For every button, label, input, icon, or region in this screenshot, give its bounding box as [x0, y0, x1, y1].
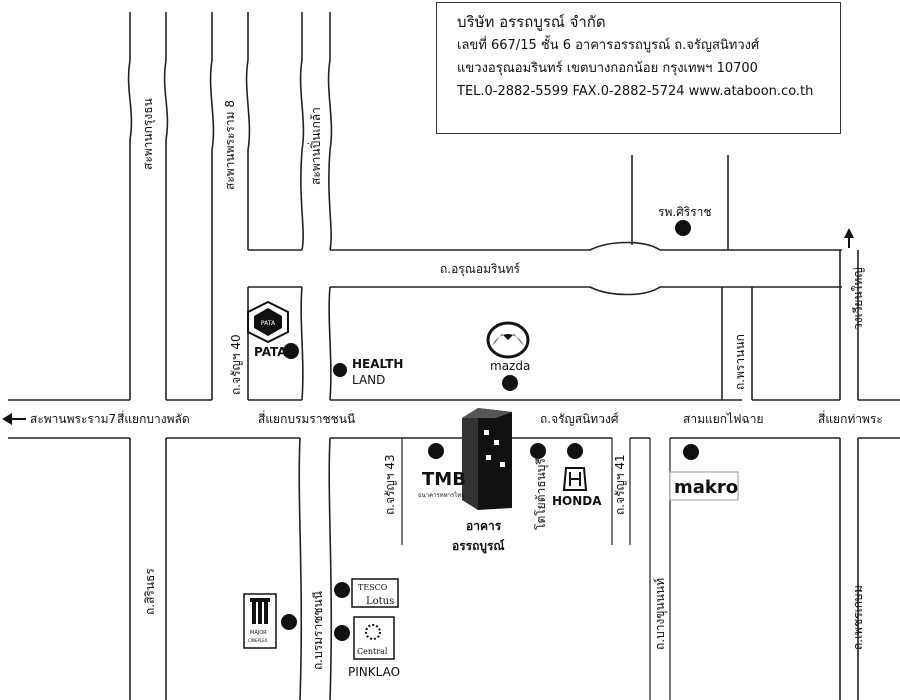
makro-dot [683, 444, 699, 460]
label-building-1: อาคาร [466, 519, 502, 533]
central-dot [334, 625, 350, 641]
label-charan-40: ถ.จรัญฯ 40 [229, 334, 243, 395]
label-health-land-2: LAND [352, 373, 385, 387]
pata-logo-icon: PATA [247, 300, 289, 344]
charan41-soi [611, 438, 631, 545]
health-land-dot [333, 363, 347, 377]
label-tmb-sub: ธนาคารทหารไทย [418, 491, 465, 499]
label-charan-41: ถ.จรัญฯ 41 [613, 454, 627, 515]
major-logo-icon [250, 598, 270, 624]
label-bang-khun-non-road: ถ.บางขุนนนท์ [653, 578, 668, 650]
company-address-line2: แขวงอรุณอมรินทร์ เขตบางกอกน้อย กรุงเทพฯ … [457, 61, 758, 76]
arun-amarin-road-top-edge [248, 241, 842, 251]
label-fai-chai-intersection: สามแยกไฟฉาย [683, 412, 763, 426]
makro-logo-box [669, 471, 739, 501]
toyota-dot [530, 443, 546, 459]
label-charan-43: ถ.จรัญฯ 43 [383, 454, 397, 515]
label-sirinthorn-road: ถ.สิรินธร [143, 568, 157, 615]
label-central: Central [357, 647, 388, 656]
krungthon-road-left-edge [127, 12, 133, 400]
central-logo-icon [365, 624, 381, 640]
tesco-logo-box [351, 578, 399, 608]
label-charan-road: ถ.จรัญสนิทวงศ์ [540, 412, 619, 426]
label-bridge-rama7: สะพานพระราม7 [30, 412, 116, 426]
honda-dot [567, 443, 583, 459]
tmb-dot [428, 443, 444, 459]
company-address-line1: เลขที่ 667/15 ชั้น 6 อาคารอรรถบูรณ์ ถ.จร… [457, 38, 760, 53]
pata-dot [283, 343, 299, 359]
label-pinklao: PINKLAO [348, 665, 400, 679]
pinklao-road-left-edge [298, 12, 305, 700]
mazda-logo-icon [486, 321, 530, 359]
label-phetkasem-road: ถ.เพชรเกษม [851, 585, 865, 650]
arrow-up-icon [844, 228, 854, 238]
label-bridge-rama8: สะพานพระราม 8 [223, 100, 237, 190]
siriraj-dot [675, 220, 691, 236]
label-major-sub: CINEPLEX [248, 638, 268, 643]
label-bridge-pinklao: สะพานปิ่นเกล้า [307, 107, 323, 185]
pata-logo-text: PATA [261, 320, 276, 327]
label-toyota: โตโยต้าธนบุรี [534, 458, 549, 530]
label-phran-nok-road: ถ.พรานนก [733, 334, 747, 390]
mazda-dot [502, 375, 518, 391]
company-info-box: บริษัท อรรถบูรณ์ จำกัด เลขที่ 667/15 ชั้… [436, 2, 841, 134]
label-honda: HONDA [552, 494, 602, 508]
company-contact-line: TEL.0-2882-5599 FAX.0-2882-5724 www.atab… [457, 84, 814, 99]
arrow-left-icon [2, 413, 12, 425]
label-bang-phlat-intersection: สี่แยกบางพลัด [117, 410, 190, 426]
label-bridge-krungthon: สะพานกรุงธน [141, 98, 156, 170]
label-tesco-2: Lotus [366, 596, 394, 607]
arun-amarin-road-bottom-edge [248, 286, 842, 296]
label-borom-road: ถ.บรมราชชนนี [311, 591, 325, 670]
pinklao-road-right-edge [327, 12, 333, 700]
label-tha-phra-intersection: สี่แยกท่าพระ [818, 410, 883, 426]
major-dot [281, 614, 297, 630]
label-major: MAJOR [250, 630, 267, 636]
label-health-land-1: HEALTH [352, 357, 403, 371]
honda-logo-icon [562, 467, 588, 491]
label-makro: makro [674, 477, 738, 498]
label-borom-intersection: สี่แยกบรมราชชนนี [258, 410, 355, 426]
label-mazda: mazda [490, 359, 530, 373]
label-siriraj: รพ.ศิริราช [658, 205, 712, 219]
building-icon [462, 408, 512, 510]
rama8-road-left-edge [209, 12, 215, 400]
label-tmb: TMB [422, 469, 466, 490]
label-tesco-1: TESCO [358, 583, 388, 592]
label-building-2: อรรถบูรณ์ [452, 539, 505, 554]
label-arun-amarin-road: ถ.อรุณอมรินทร์ [440, 262, 521, 277]
tesco-dot [334, 582, 350, 598]
krungthon-road-right-edge [163, 12, 169, 400]
label-wongwian-yai: วงเวียนใหญ่ [851, 267, 865, 330]
label-pata: PATA [254, 345, 287, 359]
rama8-road-right-edge [245, 12, 251, 400]
company-name: บริษัท อรรถบูรณ์ จำกัด [457, 13, 606, 31]
